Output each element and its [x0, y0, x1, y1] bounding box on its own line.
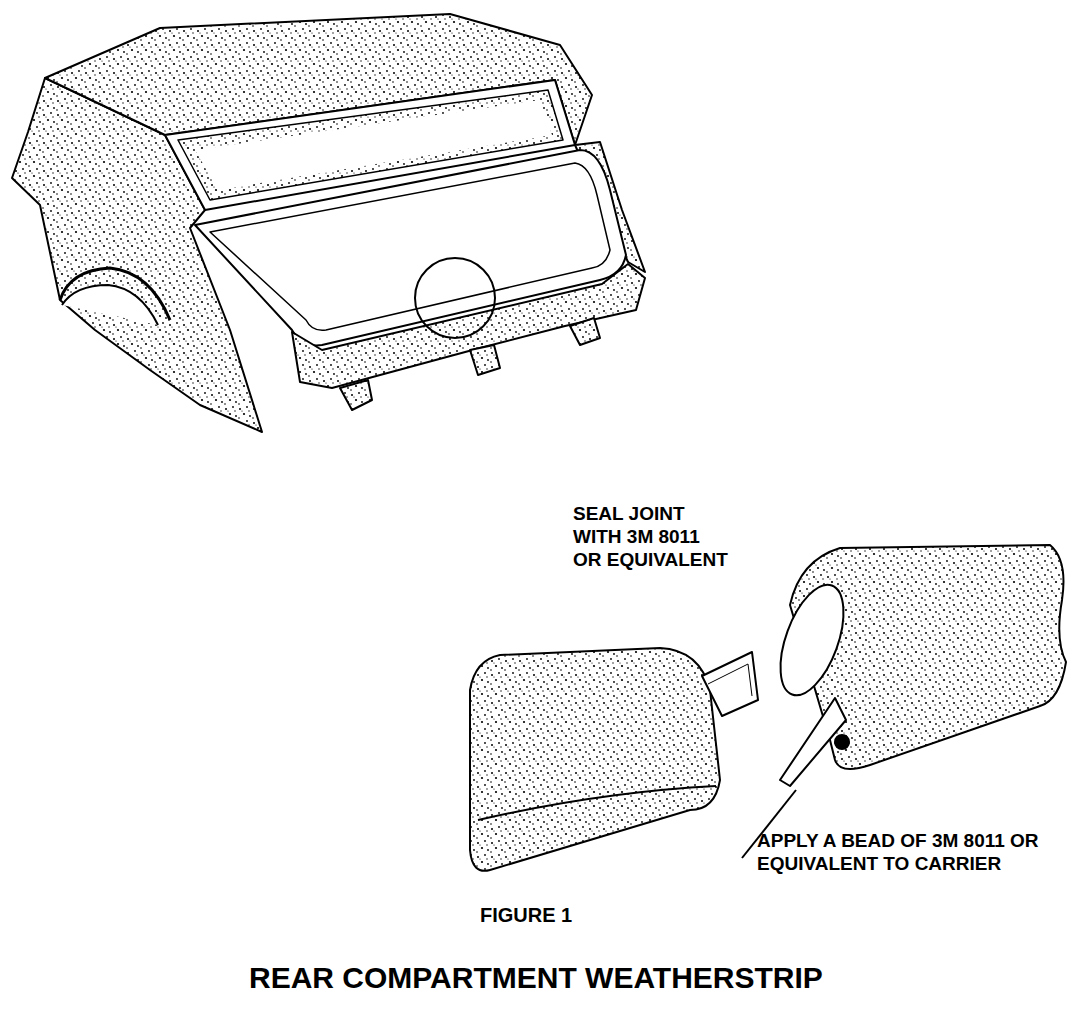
diagram-title: REAR COMPARTMENT WEATHERSTRIP: [249, 960, 823, 996]
callout-label: FIGURE 1: [480, 903, 680, 927]
weatherstrip-section: [470, 545, 1066, 871]
callout-label: SEAL JOINT WITH 3M 8011 OR EQUIVALENT: [573, 503, 733, 571]
car-rear-view: [12, 14, 645, 432]
callout-label: APPLY A BEAD OF 3M 8011 OR EQUIVALENT TO…: [757, 830, 1057, 876]
